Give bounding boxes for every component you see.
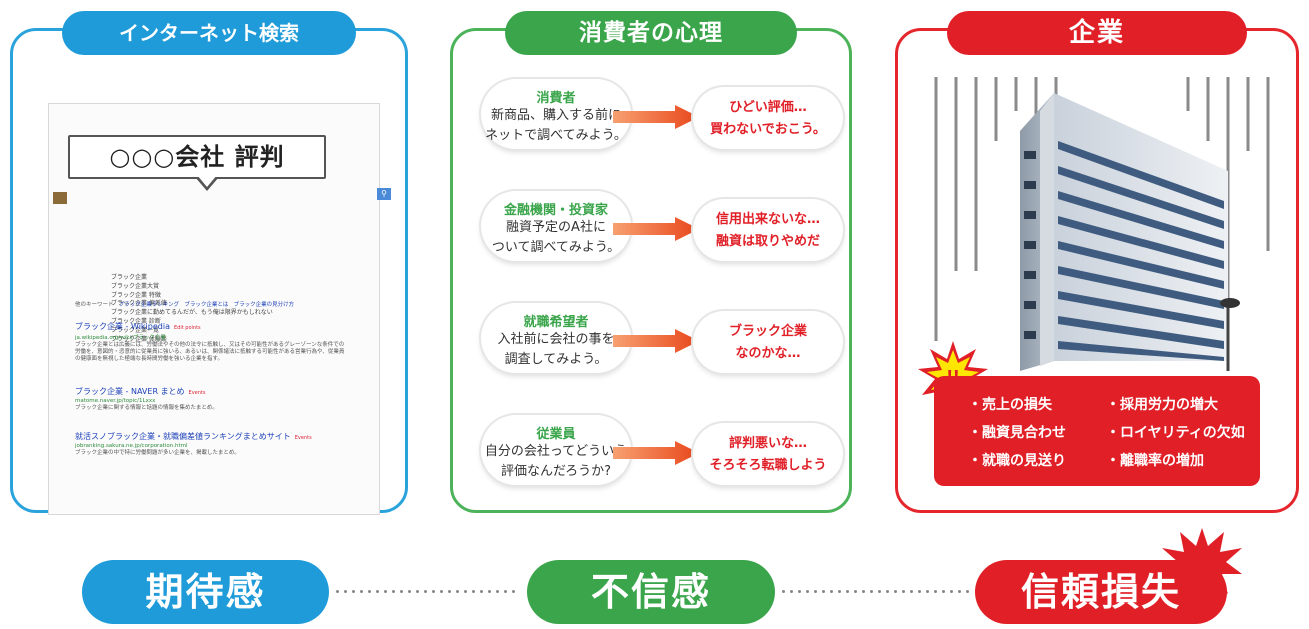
thought-line: 調査してみよう。 [504, 352, 608, 367]
reaction-bubble: 信用出来ないな… 融資は取りやめだ [693, 199, 843, 261]
suggestion-item: ブラック企業大賞 [111, 282, 160, 290]
suggestion-item: ブラック企業 [111, 274, 148, 281]
reaction-line: 融資は取りやめだ [715, 234, 820, 249]
thought-bubble: 従業員 自分の会社ってどういう評価なんだろうか? [481, 415, 631, 485]
stage-expectation: 期待感 [82, 560, 329, 624]
impact-item: ・採用労力の増大 [1106, 397, 1218, 413]
reaction-line: ブラック企業 [728, 324, 807, 339]
reaction-bubble: ブラック企業なのかな… [693, 311, 843, 373]
search-icon: ⚲ [377, 188, 391, 200]
result-tag: Events [294, 435, 312, 441]
thought-bubble: 就職希望者 入社前に会社の事を調査してみよう。 [481, 303, 631, 373]
thought-bubble: 金融機関・投資家 融資予定のA社について調べてみよう。 [481, 191, 631, 261]
related-keyword: ブラック企業とは [184, 302, 229, 308]
stage-distrust: 不信感 [527, 560, 775, 624]
psychology-panel-title: 消費者の心理 [505, 11, 797, 55]
result-snippet: ブラック企業に関する情報と話題の情報を集めたまとめ。 [75, 405, 218, 411]
impact-item: ・離職率の増加 [1106, 453, 1204, 469]
suggestion-item: ブラック企業 偏差値 [111, 300, 167, 308]
result-tag: Events [188, 390, 206, 396]
impact-item: ・ロイヤリティの欠如 [1106, 425, 1245, 441]
search-panel: インターネット検索 ⚲ ブラック企業 ブラック企業大賞 ブラック企業 特徴 ブラ… [10, 11, 408, 515]
search-query-callout: ○○○会社 評判 [68, 135, 326, 179]
result-tag: Edit points [174, 325, 201, 331]
thought-line: 融資予定のA社に [506, 220, 606, 235]
reaction-bubble: 評判悪いな… そろそろ転職しよう [693, 423, 843, 485]
suggestion-item: ブラック企業 診断 [111, 317, 161, 325]
arrow-icon [613, 217, 699, 241]
result-snippet: ブラック企業とは広義には、労働法やその他の法令に抵触し、又はその可能性があるグレ… [75, 342, 345, 362]
impact-item: ・融資見合わせ [968, 425, 1066, 441]
search-panel-title: インターネット検索 [62, 11, 356, 55]
reaction-line: 評判悪いな… [728, 436, 807, 451]
office-building-illustration [934, 77, 1270, 371]
thought-bubble: 消費者 新商品、購入する前にネットで調べてみよう。 [481, 79, 631, 149]
related-keywords: 他のキーワード ブラック企業ランキング ブラック企業とは ブラック企業の見分け方 [75, 300, 335, 308]
dotted-connector [782, 590, 974, 594]
result-snippet: ブラック企業の中で特に労働問題が多い企業を、掲載したまとめ。 [75, 450, 240, 456]
psychology-row: 金融機関・投資家 融資予定のA社について調べてみよう。 信用出来ないな… 融資は取… [453, 181, 849, 281]
impact-box: ・売上の損失 ・融資見合わせ ・就職の見送り ・採用労力の増大 ・ロイヤリティの… [934, 376, 1260, 486]
dotted-connector [336, 590, 526, 594]
suggestion-item: ブラック企業一覧 [111, 326, 160, 334]
reaction-line: なのかな… [735, 346, 801, 361]
arrow-icon [613, 329, 699, 353]
result-url: ja.wikipedia.org/wiki/ブラック企業 [75, 335, 166, 341]
result-url: matome.naver.jp/topic/1Lxxx [75, 398, 156, 404]
search-engine-logo-icon [53, 192, 67, 204]
thought-line: 新商品、購入する前に [490, 108, 621, 123]
psychology-row: 従業員 自分の会社ってどういう評価なんだろうか? 評判悪いな… そろそろ転職しよう [453, 405, 849, 505]
role-label: 金融機関・投資家 [503, 203, 608, 218]
reaction-bubble: ひどい評価… 買わないでおこう。 [693, 87, 843, 149]
suggestion-item: ブラック企業 体験談 [111, 335, 167, 343]
search-suggestions: ブラック企業 ブラック企業大賞 ブラック企業 特徴 ブラック企業 偏差値 ブラッ… [111, 274, 361, 344]
reaction-line: そろそろ転職しよう [709, 458, 827, 473]
thought-line: 入社前に会社の事を [497, 332, 615, 347]
role-label: 就職希望者 [523, 315, 589, 330]
related-label: 他のキーワード [75, 302, 114, 308]
role-label: 消費者 [536, 91, 576, 106]
thought-line: ネットで調べてみよう。 [485, 128, 627, 143]
impact-item: ・売上の損失 [968, 397, 1052, 413]
suggestion-item: ブラック企業 特徴 [111, 291, 161, 299]
company-panel: 企業 !! ・売上の損失 ・融資見合わせ ・就職の見送り ・採用労力の増大 ・ロ… [895, 11, 1299, 513]
related-keyword: ブラック企業の見分け方 [233, 302, 295, 308]
role-label: 従業員 [536, 427, 576, 442]
thought-line: 評価なんだろうか? [500, 464, 612, 479]
thought-line: 自分の会社ってどういう [484, 444, 628, 459]
suggestion-item: ブラック企業に勤めてるんだが、もう俺は限界かもしれない [111, 309, 273, 317]
related-keyword: ブラック企業ランキング [118, 302, 180, 308]
impact-item: ・就職の見送り [968, 453, 1066, 469]
result-url: jobranking.sakura.ne.jp/corporation.html [75, 443, 188, 449]
psychology-row: 就職希望者 入社前に会社の事を調査してみよう。 ブラック企業なのかな… [453, 293, 849, 393]
search-query: ○○○会社 評判 [109, 143, 285, 171]
psychology-row: 消費者 新商品、購入する前にネットで調べてみよう。 ひどい評価… 買わないでおこう… [453, 69, 849, 169]
reaction-line: 信用出来ないな… [715, 212, 820, 227]
arrow-icon [613, 105, 699, 129]
company-panel-title: 企業 [947, 11, 1247, 55]
psychology-panel: 消費者の心理 消費者 新商品、購入する前にネットで調べてみよう。 ひどい評価… 買… [450, 11, 852, 513]
reaction-line: 買わないでおこう。 [710, 122, 826, 137]
search-result: ブラック企業 - Wikipedia Edit points ja.wikiped… [75, 321, 345, 363]
stage-trust-loss: 信頼損失 [975, 560, 1227, 624]
result-title: ブラック企業 - Wikipedia [75, 322, 170, 331]
reaction-line: ひどい評価… [729, 100, 807, 115]
result-title: 就活スノブラック企業・就職偏差値ランキングまとめサイト [75, 432, 291, 441]
arrow-icon [613, 441, 699, 465]
result-title: ブラック企業 - NAVER まとめ [75, 387, 185, 396]
thought-line: ついて調べてみよう。 [491, 240, 621, 255]
